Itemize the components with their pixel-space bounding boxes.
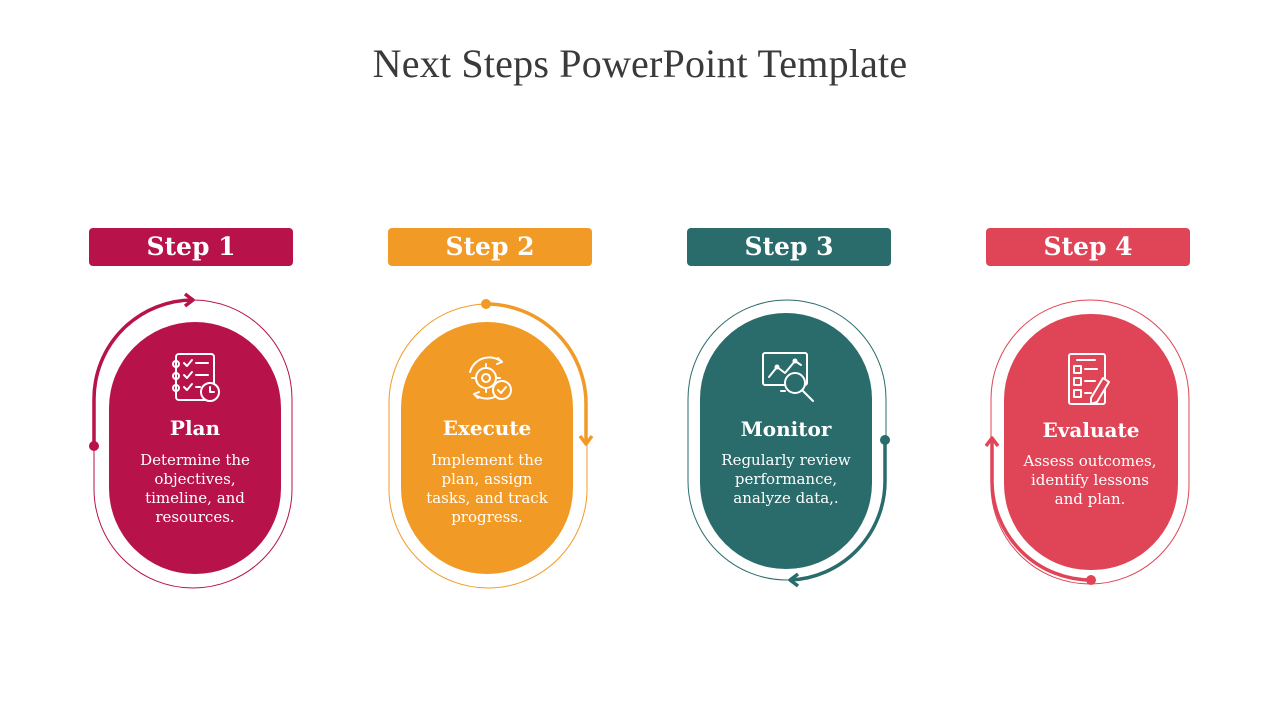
step-3-description: Regularly review performance, analyze da…: [721, 451, 851, 507]
chart-magnifier-icon: [761, 351, 814, 403]
step-3-heading: Monitor: [740, 417, 832, 441]
gear-check-icon: [462, 352, 514, 404]
report-pen-icon: [1065, 352, 1117, 405]
step-1-column: Step 1 Plan Determine the objectives, ti…: [89, 0, 309, 720]
step-3-card: Monitor Regularly review performance, an…: [700, 313, 872, 569]
step-1-heading: Plan: [169, 416, 221, 440]
step-3-column: Step 3 Monitor Regularly review performa…: [687, 0, 907, 720]
step-1-tab: Step 1: [89, 228, 293, 266]
step-4-column: Step 4 Evaluate Assess outcomes, identif…: [984, 0, 1206, 720]
step-2-ring: [388, 299, 594, 589]
step-4-heading: Evaluate: [1042, 418, 1140, 442]
step-2-column: Step 2 Execute Implement the plan, assig…: [388, 0, 608, 720]
step-1-description: Determine the objectives, timeline, and …: [140, 451, 250, 526]
step-1-ring: [89, 292, 293, 589]
step-3-tab: Step 3: [687, 228, 891, 266]
step-4-description: Assess outcomes, identify lessons and pl…: [1023, 452, 1157, 508]
step-2-tab: Step 2: [388, 228, 592, 266]
step-2-heading: Execute: [442, 416, 532, 440]
step-4-tab: Step 4: [986, 228, 1190, 266]
step-4-ring: [984, 299, 1190, 585]
step-2-card: Execute Implement the plan, assign tasks…: [401, 322, 573, 574]
step-3-ring: [687, 299, 890, 588]
slide-title: Next Steps PowerPoint Template: [372, 41, 908, 86]
step-4-card: Evaluate Assess outcomes, identify lesso…: [1004, 314, 1178, 570]
checklist-clock-icon: [170, 352, 222, 404]
step-1-card: Plan Determine the objectives, timeline,…: [109, 322, 281, 574]
step-2-description: Implement the plan, assign tasks, and tr…: [426, 451, 548, 526]
